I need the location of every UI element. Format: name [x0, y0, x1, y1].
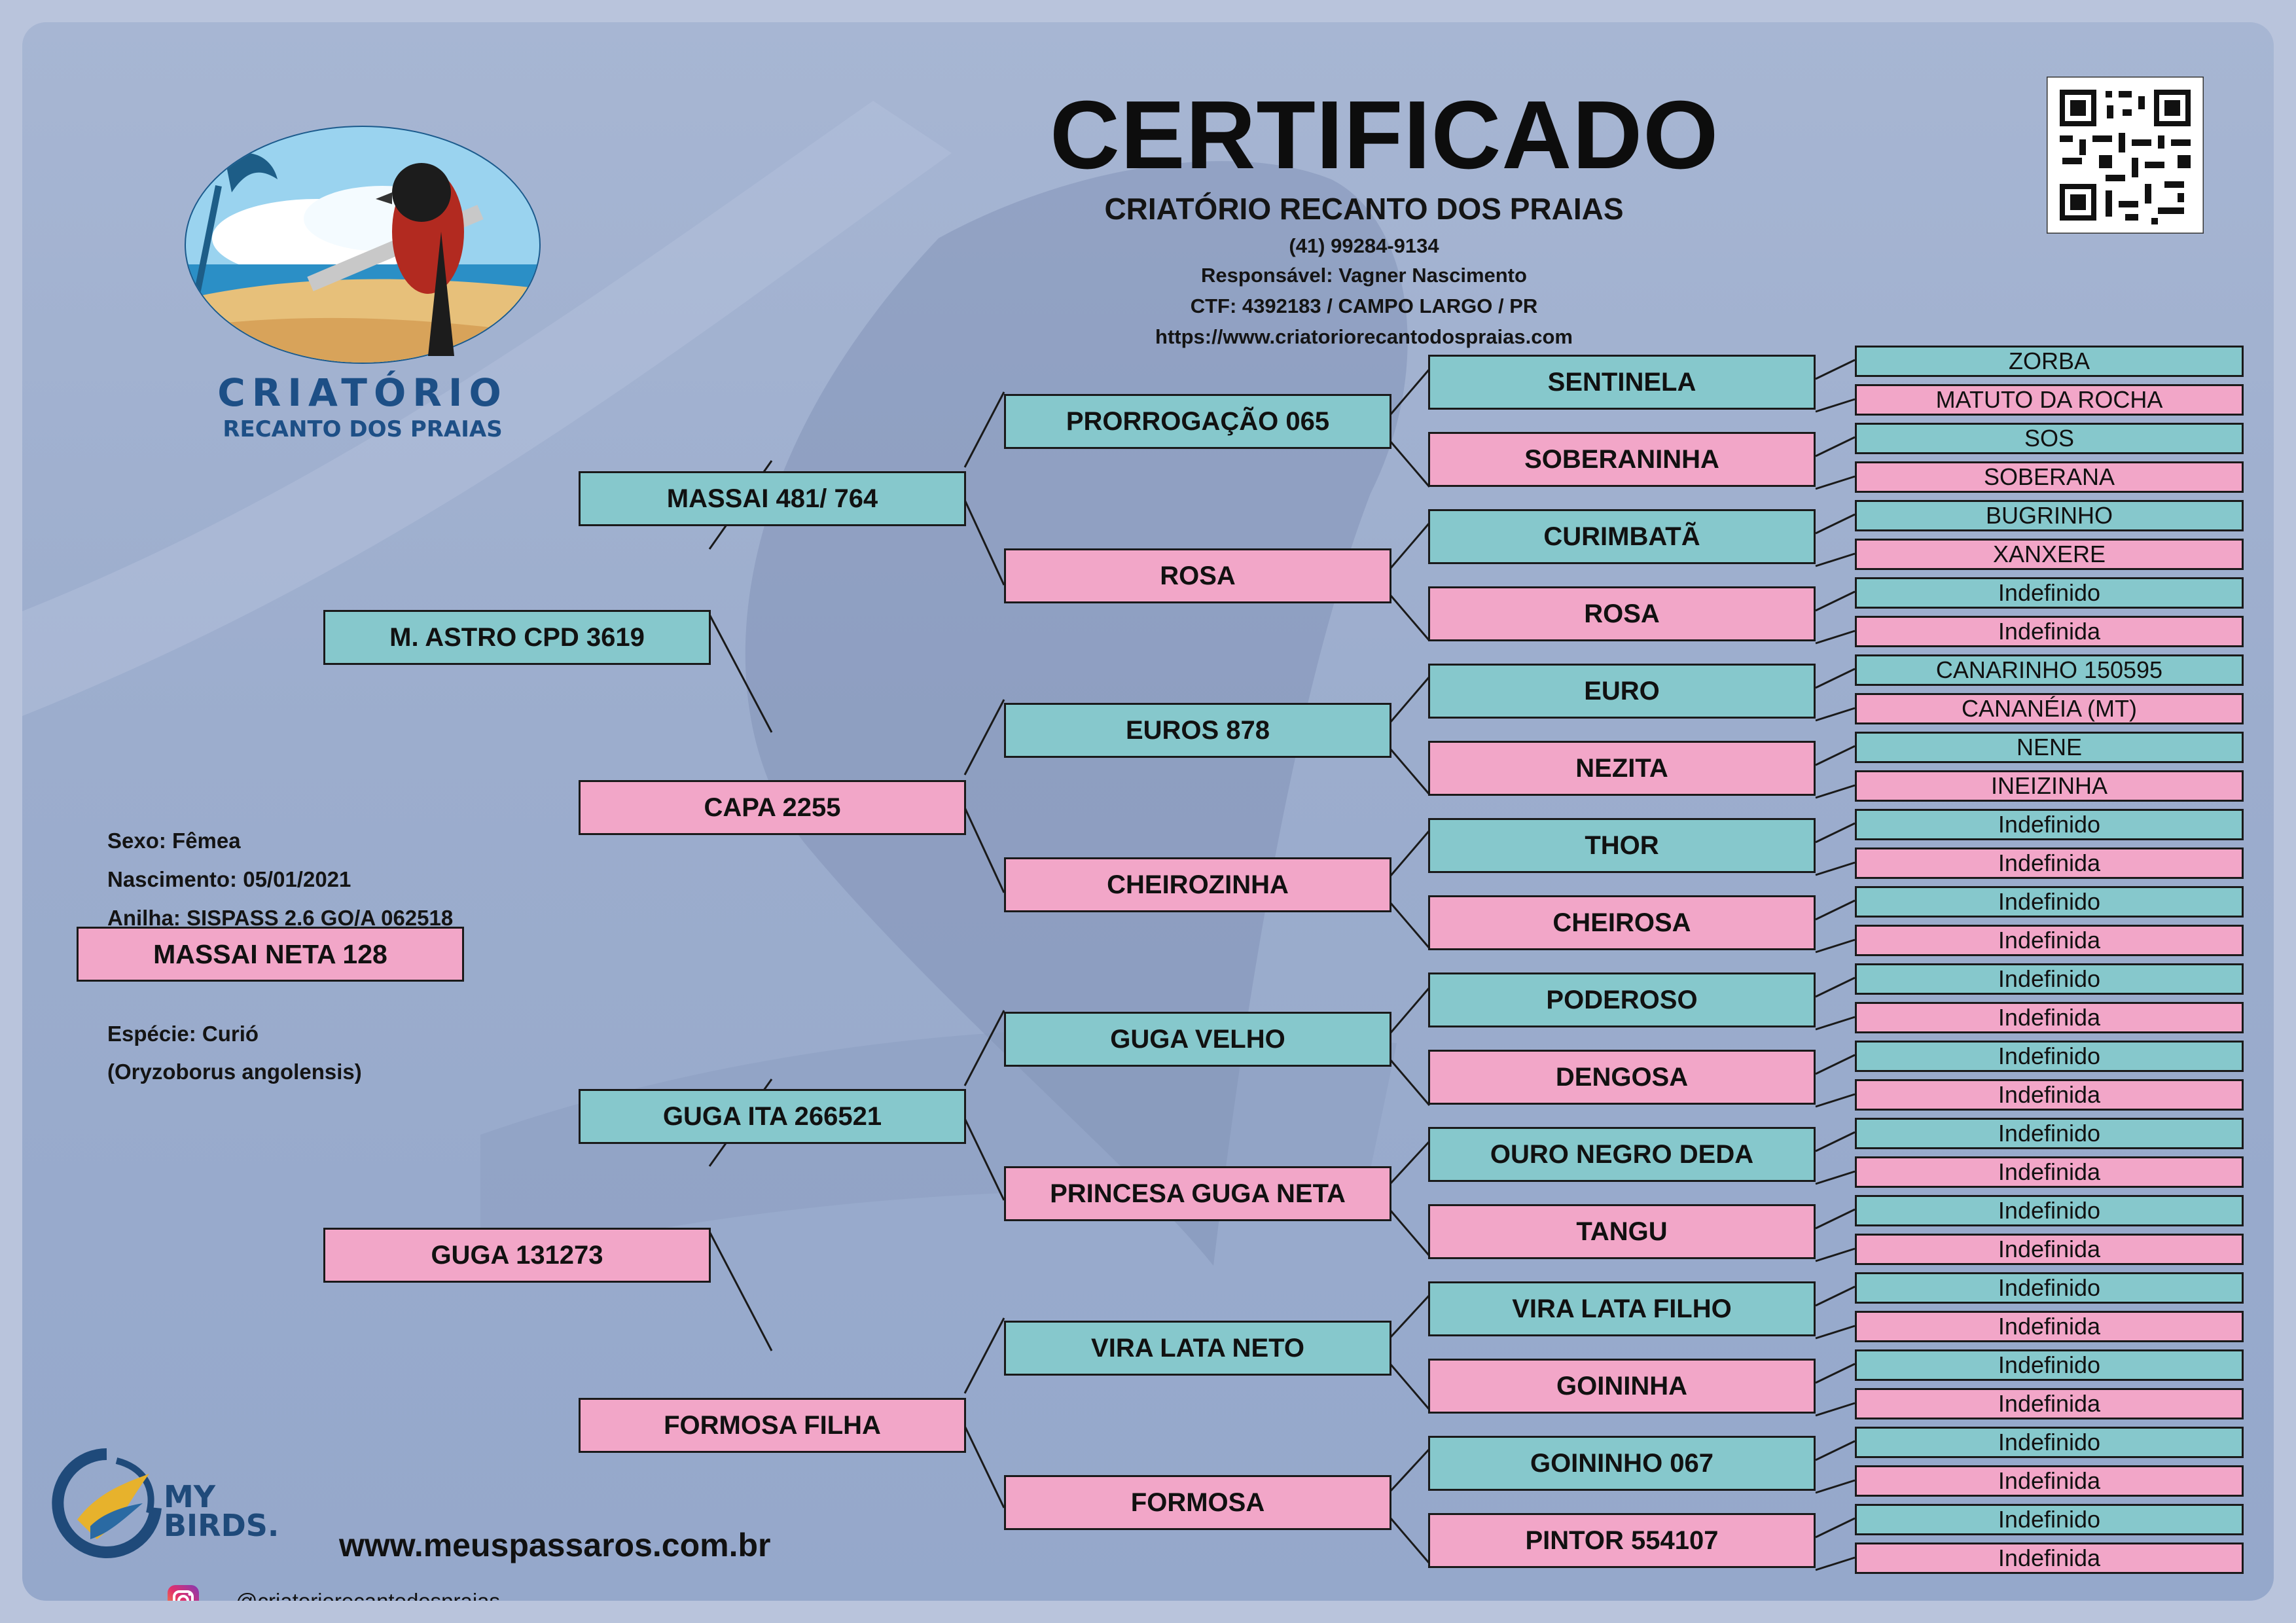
gen4-box-5: EURO [1428, 664, 1816, 719]
gen4-box-1: SENTINELA [1428, 355, 1816, 410]
ggp-box-7: VIRA LATA NETO [1004, 1321, 1391, 1376]
instagram-handle-link[interactable]: @criatoriorecantodospraias [236, 1589, 500, 1601]
gen5-box-19: Indefinido [1855, 1041, 2244, 1072]
certificate-title: CERTIFICADO [1050, 81, 1719, 189]
sire-box: M. ASTRO CPD 3619 [323, 610, 711, 665]
subject-sex: Sexo: Fêmea [107, 829, 241, 853]
subject-scientific-name: (Oryzoborus angolensis) [107, 1060, 362, 1084]
dam-box: GUGA 131273 [323, 1228, 711, 1283]
gen4-box-3: CURIMBATÃ [1428, 509, 1816, 564]
ggp-box-5: GUGA VELHO [1004, 1012, 1391, 1067]
gen5-box-4: SOBERANA [1855, 461, 2244, 493]
gen4-box-4: ROSA [1428, 586, 1816, 641]
gen5-box-29: Indefinido [1855, 1427, 2244, 1458]
gen5-box-12: INEIZINHA [1855, 770, 2244, 802]
gen5-box-7: Indefinido [1855, 577, 2244, 609]
gen5-box-17: Indefinido [1855, 963, 2244, 995]
breeder-name: CRIATÓRIO RECANTO DOS PRAIAS [1104, 192, 1624, 226]
gen5-box-10: CANANÉIA (MT) [1855, 693, 2244, 724]
breeder-website: https://www.criatoriorecantodospraias.co… [1155, 325, 1573, 348]
gen5-box-28: Indefinida [1855, 1388, 2244, 1419]
qr-code-icon [2047, 77, 2204, 234]
gen4-box-14: GOININHA [1428, 1359, 1816, 1414]
gen5-box-23: Indefinido [1855, 1195, 2244, 1226]
gen5-box-22: Indefinida [1855, 1156, 2244, 1188]
gen5-box-2: MATUTO DA ROCHA [1855, 384, 2244, 416]
breeder-responsible: Responsável: Vagner Nascimento [1201, 264, 1527, 287]
gen4-box-8: CHEIROSA [1428, 895, 1816, 950]
breeder-phone: (41) 99284-9134 [1289, 234, 1439, 257]
gen5-box-31: Indefinido [1855, 1504, 2244, 1535]
gen5-box-3: SOS [1855, 423, 2244, 454]
ggp-box-3: EUROS 878 [1004, 703, 1391, 758]
maternal-granddam-box: FORMOSA FILHA [579, 1398, 966, 1453]
ggp-box-2: ROSA [1004, 548, 1391, 603]
gen5-box-21: Indefinido [1855, 1118, 2244, 1149]
gen5-box-14: Indefinida [1855, 847, 2244, 879]
gen5-box-18: Indefinida [1855, 1002, 2244, 1033]
gen4-box-10: DENGOSA [1428, 1050, 1816, 1105]
gen5-box-30: Indefinida [1855, 1465, 2244, 1497]
gen5-box-6: XANXERE [1855, 539, 2244, 570]
gen4-box-6: NEZITA [1428, 741, 1816, 796]
paternal-grandsire-box: MASSAI 481/ 764 [579, 471, 966, 526]
gen5-box-13: Indefinido [1855, 809, 2244, 840]
subject-ring: Anilha: SISPASS 2.6 GO/A 062518 [107, 906, 454, 930]
gen4-box-7: THOR [1428, 818, 1816, 873]
gen5-box-32: Indefinida [1855, 1543, 2244, 1574]
gen5-box-11: NENE [1855, 732, 2244, 763]
gen5-box-5: BUGRINHO [1855, 500, 2244, 531]
ggp-box-6: PRINCESA GUGA NETA [1004, 1166, 1391, 1221]
ggp-box-1: PRORROGAÇÃO 065 [1004, 394, 1391, 449]
gen5-box-9: CANARINHO 150595 [1855, 654, 2244, 686]
gen4-box-12: TANGU [1428, 1204, 1816, 1259]
ggp-box-4: CHEIROZINHA [1004, 857, 1391, 912]
certificate-card: CRIATÓRIO RECANTO DOS PRAIAS CERTI [22, 22, 2274, 1601]
paternal-granddam-box: CAPA 2255 [579, 780, 966, 835]
breeder-ctf: CTF: 4392183 / CAMPO LARGO / PR [1190, 294, 1538, 317]
logo-text-line2: RECANTO DOS PRAIAS [223, 416, 503, 442]
subject-species: Espécie: Curió [107, 1022, 259, 1046]
ggp-box-8: FORMOSA [1004, 1475, 1391, 1530]
instagram-icon [168, 1585, 199, 1601]
logo-emblem-icon [185, 126, 541, 364]
subject-birth: Nascimento: 05/01/2021 [107, 867, 351, 891]
gen5-box-1: ZORBA [1855, 346, 2244, 377]
gen5-box-24: Indefinida [1855, 1234, 2244, 1265]
gen5-box-16: Indefinida [1855, 925, 2244, 956]
gen5-box-20: Indefinida [1855, 1079, 2244, 1111]
gen5-box-26: Indefinida [1855, 1311, 2244, 1342]
gen5-box-27: Indefinido [1855, 1349, 2244, 1381]
mybirds-brand-line1: MY [164, 1479, 216, 1514]
footer-website-link[interactable]: www.meuspassaros.com.br [339, 1527, 771, 1563]
mybirds-logo-icon [52, 1448, 162, 1558]
gen5-box-25: Indefinido [1855, 1272, 2244, 1304]
gen4-box-9: PODEROSO [1428, 972, 1816, 1027]
gen4-box-2: SOBERANINHA [1428, 432, 1816, 487]
maternal-grandsire-box: GUGA ITA 266521 [579, 1089, 966, 1144]
mybirds-brand-line2: BIRDS. [164, 1508, 279, 1543]
gen4-box-13: VIRA LATA FILHO [1428, 1281, 1816, 1336]
gen5-box-15: Indefinido [1855, 886, 2244, 918]
subject-name-box: MASSAI NETA 128 [77, 927, 464, 982]
gen4-box-11: OURO NEGRO DEDA [1428, 1127, 1816, 1182]
gen5-box-8: Indefinida [1855, 616, 2244, 647]
gen4-box-16: PINTOR 554107 [1428, 1513, 1816, 1568]
breeder-logo: CRIATÓRIO RECANTO DOS PRAIAS [166, 120, 559, 454]
logo-text-line1: CRIATÓRIO [217, 370, 508, 415]
gen4-box-15: GOININHO 067 [1428, 1436, 1816, 1491]
